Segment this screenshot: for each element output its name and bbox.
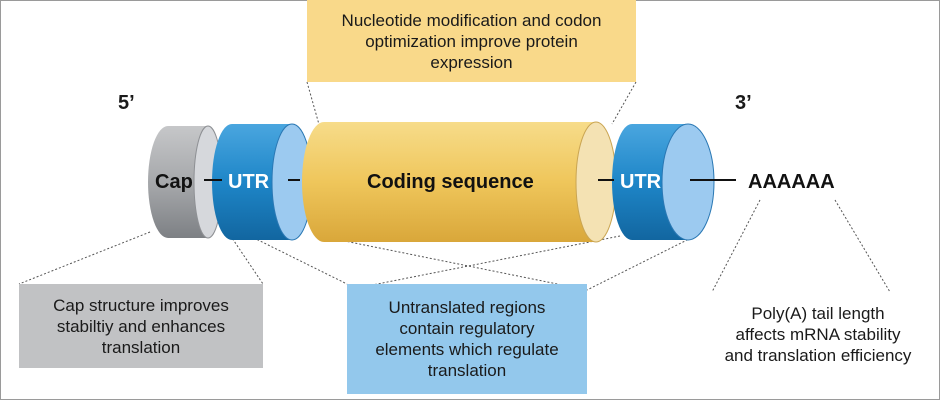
cap-annotation-text: Cap structure improves stabiltiy and enh… <box>53 295 229 357</box>
cap-annotation-box: Cap structure improves stabiltiy and enh… <box>19 284 263 368</box>
polya-label: AAAAAA <box>748 171 835 193</box>
utr-right-cylinder <box>612 123 715 241</box>
coding-sequence-label: Coding sequence <box>367 171 534 193</box>
cap-label: Cap <box>155 171 193 193</box>
coding-cylinder <box>302 121 617 243</box>
utr-left-label: UTR <box>228 171 270 193</box>
polya-annotation-text: Poly(A) tail length affects mRNA stabili… <box>724 303 912 365</box>
utr-annotation-box: Untranslated regions contain regulatory … <box>347 284 587 394</box>
utr-annotation-text: Untranslated regions contain regulatory … <box>375 298 559 380</box>
coding-annotation-text: Nucleotide modification and codon optimi… <box>341 10 602 72</box>
utr-right-label: UTR <box>620 171 662 193</box>
three-prime-label: 3’ <box>735 92 752 114</box>
polya-annotation-box: Poly(A) tail length affects mRNA stabili… <box>700 296 936 372</box>
utr-left-cylinder <box>212 123 313 241</box>
connector-lines <box>18 81 891 293</box>
five-prime-label: 5’ <box>118 92 135 114</box>
coding-annotation-box: Nucleotide modification and codon optimi… <box>307 0 636 82</box>
